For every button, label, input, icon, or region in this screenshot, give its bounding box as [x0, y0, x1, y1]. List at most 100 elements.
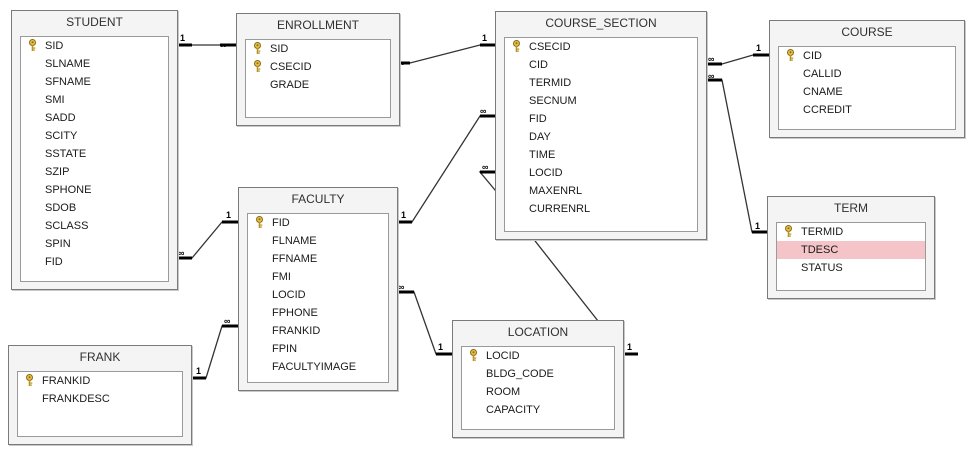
primary-key-icon [255, 216, 264, 229]
field-row[interactable]: SMI [21, 91, 168, 109]
field-row[interactable]: CURRENRL [505, 200, 697, 218]
field-row[interactable]: SECNUM [505, 92, 697, 110]
field-row[interactable]: SID [246, 40, 390, 58]
field-row[interactable]: LOCID [462, 347, 614, 365]
field-row[interactable]: BLDG_CODE [462, 365, 614, 383]
field-row[interactable]: SADD [21, 109, 168, 127]
table-title: ENROLLMENT [276, 18, 359, 32]
field-row[interactable]: FPHONE [248, 304, 388, 322]
cardinality-one: 1 [756, 43, 761, 53]
cardinality-one: 1 [482, 33, 487, 43]
field-row[interactable]: FID [248, 214, 388, 232]
field-row[interactable]: FPIN [248, 340, 388, 358]
field-row[interactable]: TDESC [777, 241, 925, 259]
field-name: STATUS [801, 262, 843, 274]
field-name: SLNAME [45, 58, 91, 70]
field-row[interactable]: SPHONE [21, 181, 168, 199]
field-row[interactable]: SPIN [21, 235, 168, 253]
field-name: TDESC [801, 244, 839, 256]
cardinality-one: 1 [180, 33, 185, 43]
cardinality-many: ∞ [482, 162, 489, 172]
field-row[interactable]: LOCID [248, 286, 388, 304]
table-enrollment[interactable]: ENROLLMENT SID CSECID GRADE [236, 13, 400, 126]
field-list: SID CSECID GRADE [245, 39, 391, 118]
field-row[interactable]: SID [21, 37, 168, 55]
field-row[interactable]: SDOB [21, 199, 168, 217]
cardinality-one: 1 [196, 366, 201, 376]
field-row[interactable]: SCITY [21, 127, 168, 145]
field-row[interactable]: FMI [248, 268, 388, 286]
field-row[interactable]: TERMID [505, 74, 697, 92]
cardinality-one: 1 [226, 210, 231, 220]
field-name: CNAME [803, 86, 843, 98]
field-row[interactable]: TIME [505, 146, 697, 164]
relationship-line[interactable]: 1∞ [178, 33, 236, 50]
field-name: SZIP [45, 166, 70, 178]
field-row[interactable]: CCREDIT [779, 101, 955, 119]
field-name: FRANKID [272, 325, 321, 337]
relationship-line[interactable]: 1∞ [398, 33, 495, 68]
relationship-line[interactable]: 1∞ [192, 316, 238, 380]
field-row[interactable]: CSECID [505, 38, 697, 56]
field-row[interactable]: MAXENRL [505, 182, 697, 200]
field-name: TIME [529, 149, 556, 161]
cardinality-many: ∞ [224, 316, 231, 326]
primary-key-icon [784, 225, 793, 238]
field-name: CURRENRL [529, 203, 591, 215]
field-row[interactable]: SLNAME [21, 55, 168, 73]
table-title: COURSE [841, 25, 893, 39]
field-row[interactable]: CID [505, 56, 697, 74]
field-row[interactable]: FRANKID [18, 372, 182, 390]
field-name: CSECID [270, 61, 312, 73]
field-row[interactable]: LOCID [505, 164, 697, 182]
field-row[interactable]: SCLASS [21, 217, 168, 235]
field-row[interactable]: GRADE [246, 76, 390, 94]
cardinality-many: ∞ [220, 40, 227, 50]
relationship-line[interactable]: 1∞ [178, 210, 238, 260]
field-row[interactable]: SSTATE [21, 145, 168, 163]
field-name: FPIN [272, 343, 298, 355]
field-row[interactable]: SFNAME [21, 73, 168, 91]
field-name: CAPACITY [486, 404, 541, 416]
field-name: FID [45, 256, 63, 268]
primary-key-icon [28, 39, 37, 52]
field-row[interactable]: FID [505, 110, 697, 128]
field-row[interactable]: CSECID [246, 58, 390, 76]
field-row[interactable]: DAY [505, 128, 697, 146]
field-row[interactable]: FRANKID [248, 322, 388, 340]
field-row[interactable]: CID [779, 47, 955, 65]
field-row[interactable]: FRANKDESC [18, 390, 182, 408]
field-row[interactable]: FFNAME [248, 250, 388, 268]
field-name: SDOB [45, 202, 77, 214]
cardinality-one: 1 [438, 342, 443, 352]
field-row[interactable]: ROOM [462, 383, 614, 401]
field-row[interactable]: CAPACITY [462, 401, 614, 419]
field-name: GRADE [270, 79, 310, 91]
field-row[interactable]: FACULTYIMAGE [248, 358, 388, 376]
field-row[interactable]: CNAME [779, 83, 955, 101]
relationship-line[interactable]: 1∞ [398, 106, 495, 224]
field-row[interactable]: TERMID [777, 223, 925, 241]
relationship-line[interactable]: 1∞ [708, 43, 769, 66]
primary-key-icon [253, 60, 262, 73]
field-name: ROOM [486, 386, 521, 398]
field-name: LOCID [529, 167, 563, 179]
field-row[interactable]: SZIP [21, 163, 168, 181]
field-row[interactable]: CALLID [779, 65, 955, 83]
relationship-line[interactable]: 1∞ [708, 71, 767, 234]
field-row[interactable]: FID [21, 253, 168, 271]
field-row[interactable]: STATUS [777, 259, 925, 277]
field-row[interactable]: FLNAME [248, 232, 388, 250]
field-name: SPIN [45, 238, 71, 250]
field-name: FLNAME [272, 235, 317, 247]
relationship-line[interactable]: 1∞ [398, 282, 452, 356]
